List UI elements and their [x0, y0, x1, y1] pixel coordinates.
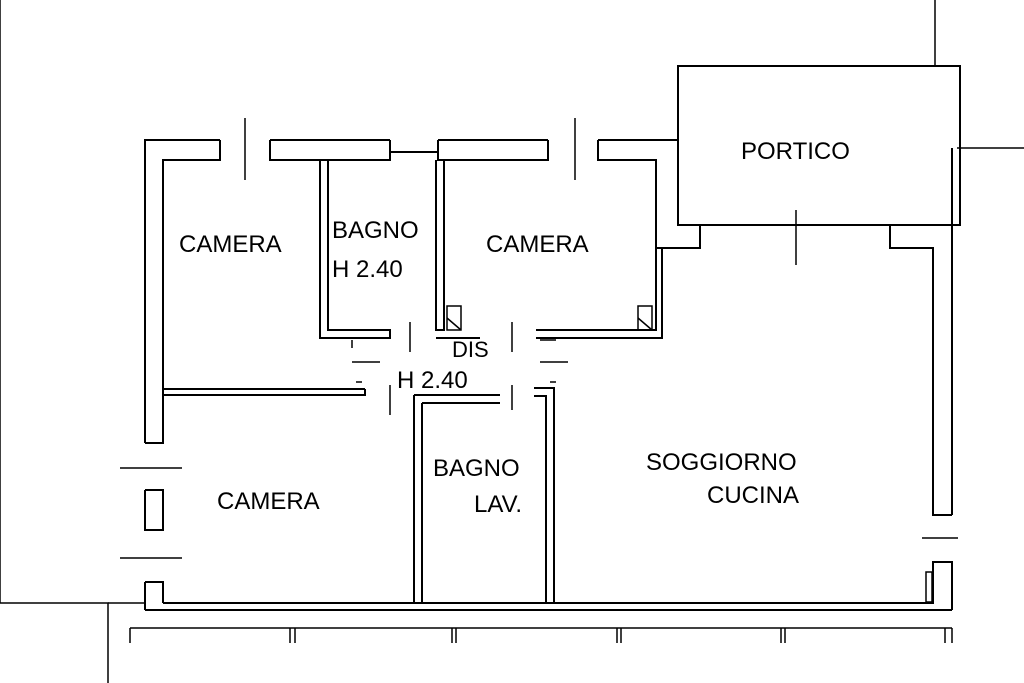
label-dis-height: H 2.40: [397, 367, 468, 394]
label-soggiorno: SOGGIORNO: [646, 449, 797, 476]
interior-walls: [163, 160, 663, 603]
label-bagno-top: BAGNO: [332, 217, 419, 244]
label-portico: PORTICO: [741, 138, 850, 165]
label-camera-sw: CAMERA: [217, 488, 320, 515]
outer-walls: [144, 139, 953, 611]
room-labels: PORTICO CAMERA BAGNO H 2.40 CAMERA DIS H…: [179, 138, 850, 518]
label-camera-nw: CAMERA: [179, 231, 282, 258]
terrace-railing: [129, 627, 953, 643]
label-bagno-lav-sub: LAV.: [474, 491, 522, 518]
label-bagno-top-height: H 2.40: [332, 256, 403, 283]
label-dis: DIS: [452, 337, 489, 362]
label-bagno-lav: BAGNO: [433, 455, 520, 482]
door-markers: [120, 118, 958, 603]
label-camera-n: CAMERA: [486, 231, 589, 258]
label-cucina: CUCINA: [707, 482, 799, 509]
portico-outline: [677, 65, 961, 226]
